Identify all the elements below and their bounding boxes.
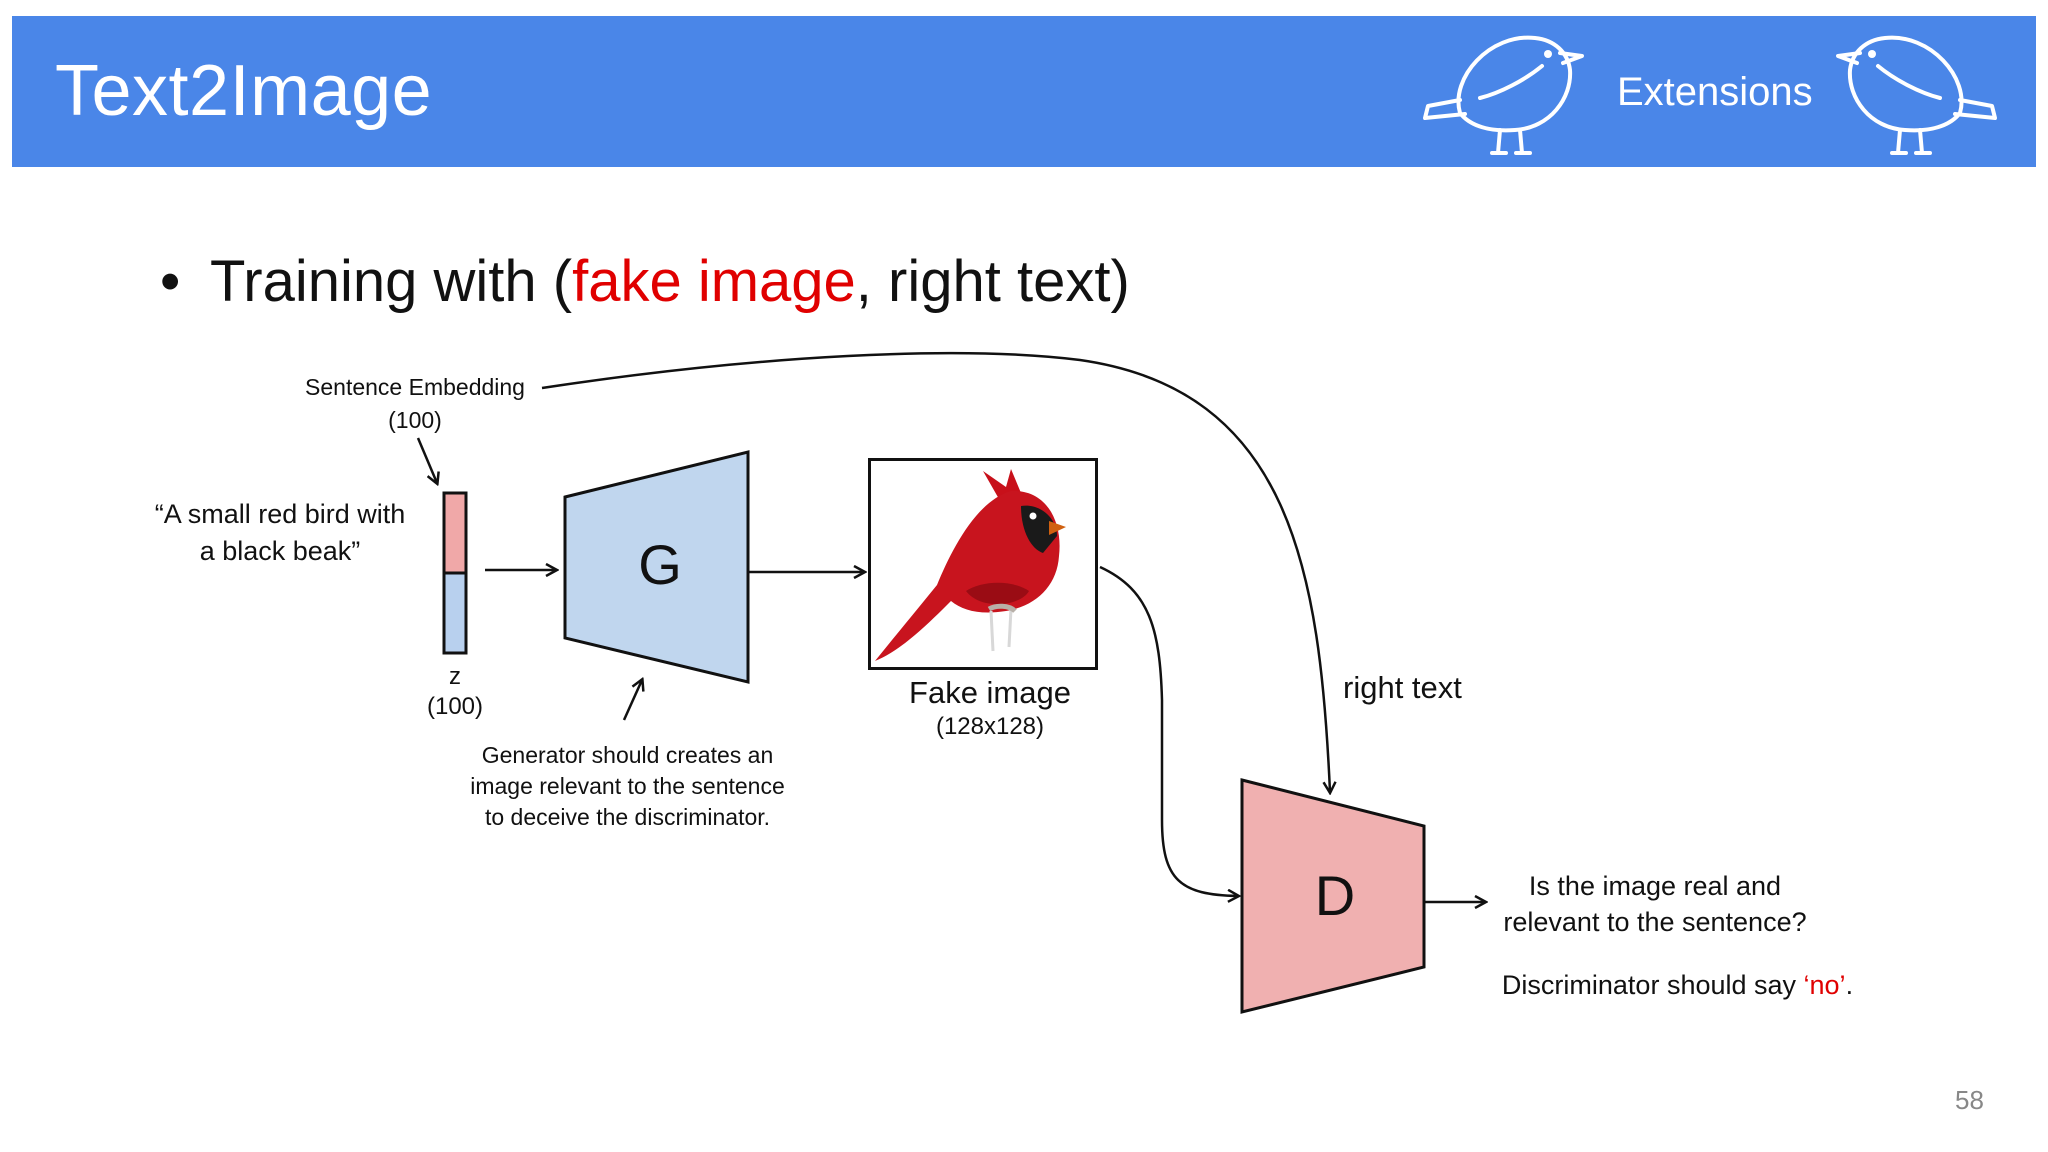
- question-line-1: Is the image real and: [1528, 871, 1782, 901]
- answer-value: ‘no’: [1803, 970, 1846, 1000]
- fake-image-frame: [868, 458, 1098, 670]
- generator-note-line-2: image relevant to the sentence: [470, 773, 785, 799]
- bullet-suffix: , right text): [855, 249, 1130, 314]
- generator-block: [563, 450, 750, 684]
- answer-suffix: .: [1845, 970, 1854, 1000]
- sentence-embedding-title: Sentence Embedding: [305, 374, 525, 400]
- generator-letter: G: [638, 533, 682, 596]
- bullet-point: • Training with (fake image, right text): [160, 248, 1130, 315]
- caption-line-2: a black beak”: [199, 536, 361, 566]
- slide-title: Text2Image: [55, 51, 433, 131]
- generator-note-line-1: Generator should creates an: [481, 742, 774, 768]
- fake-image-caption: Fake image (128x128): [890, 675, 1090, 741]
- text-caption: “A small red bird with a black beak”: [130, 496, 430, 570]
- discriminator-block: [1240, 778, 1426, 1014]
- answer-prefix: Discriminator should say: [1501, 970, 1804, 1000]
- bird-outline-icon: [1423, 35, 1584, 155]
- right-text-label: right text: [1343, 670, 1462, 705]
- discriminator-letter: D: [1314, 864, 1356, 927]
- embedding-segment: [442, 491, 468, 575]
- z-symbol: z: [449, 663, 461, 690]
- generator-note: Generator should creates an image releva…: [440, 740, 815, 833]
- noise-segment: [442, 571, 468, 655]
- discriminator-question: Is the image real and relevant to the se…: [1485, 868, 1825, 940]
- image-to-discriminator-arrow: [1099, 565, 1238, 896]
- section-label: Extensions: [1617, 70, 1813, 114]
- embedding-pointer-arrow: [416, 437, 437, 483]
- cardinal-bird-image: [875, 469, 1066, 661]
- fake-image-size: (128x128): [935, 713, 1045, 740]
- header-bar: [12, 16, 2036, 167]
- z-label: z (100): [405, 662, 505, 722]
- generator-note-pointer: [622, 680, 642, 721]
- discriminator-answer: Discriminator should say ‘no’.: [1490, 970, 1865, 1001]
- bullet-fake-image: fake image: [572, 249, 856, 314]
- caption-line-1: “A small red bird with: [154, 499, 406, 529]
- sentence-embedding-label: Sentence Embedding (100): [300, 374, 530, 434]
- page-number: 58: [1955, 1085, 1984, 1115]
- generator-note-line-3: to deceive the discriminator.: [484, 804, 771, 830]
- z-dim: (100): [426, 693, 484, 720]
- bullet-dot: •: [160, 249, 181, 314]
- text-to-discriminator-arrow: [541, 351, 1330, 792]
- sentence-embedding-dim: (100): [388, 407, 442, 433]
- bullet-prefix: Training with (: [210, 249, 573, 314]
- bird-outline-icon: [1836, 35, 1997, 155]
- fake-image-label: Fake image: [909, 675, 1071, 710]
- question-line-2: relevant to the sentence?: [1503, 907, 1807, 937]
